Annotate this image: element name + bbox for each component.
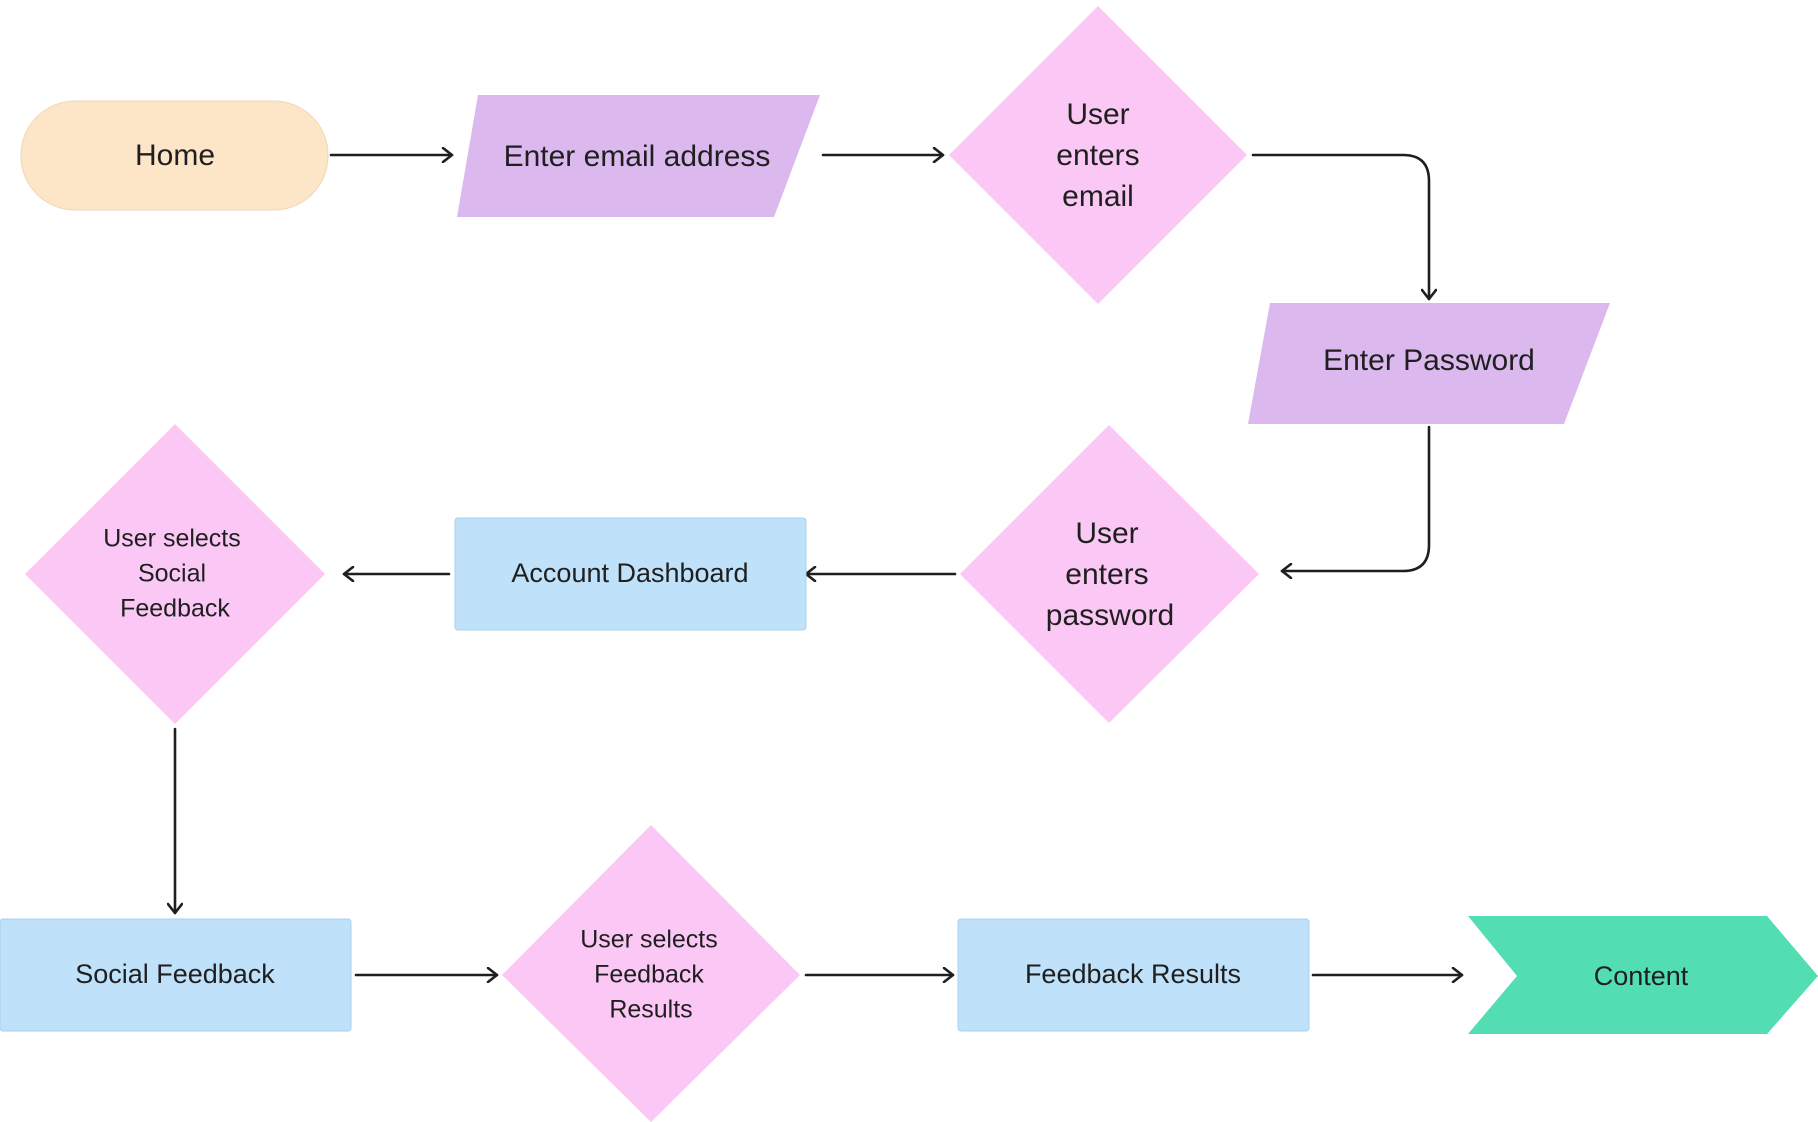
terminator-shape [20, 100, 329, 211]
decision-diamond-shape [25, 424, 325, 724]
node-content-label: Content [1594, 961, 1689, 991]
node-user-enters-email-line-3: email [1062, 180, 1134, 213]
node-user-enters-email-line-1: User [1066, 98, 1129, 131]
node-user-selects-social-feedback-line-3: Feedback [120, 595, 230, 623]
edges [175, 153, 1464, 975]
node-user-selects-feedback-results: User selects Feedback Results [502, 825, 800, 1122]
process-rect-shape [0, 918, 352, 1032]
node-home-label: Home [135, 139, 215, 172]
input-parallelogram-shape [457, 95, 820, 217]
node-enter-password: Enter Password [1248, 303, 1610, 424]
input-parallelogram-shape [1248, 303, 1610, 424]
edge-enter-password-to-user-enters-password [1280, 425, 1431, 571]
node-account-dashboard: Account Dashboard [454, 517, 807, 631]
node-user-selects-feedback-results-line-1: User selects [580, 926, 718, 954]
node-user-selects-social-feedback-line-2: Social [138, 560, 206, 588]
node-user-enters-password: User enters password [960, 425, 1259, 723]
node-user-selects-feedback-results-line-3: Results [609, 996, 692, 1024]
node-social-feedback: Social Feedback [0, 918, 352, 1032]
decision-diamond-shape [502, 825, 800, 1122]
node-user-enters-password-line-2: enters [1065, 558, 1148, 591]
node-enter-email-address-label: Enter email address [504, 140, 771, 173]
node-enter-password-label: Enter Password [1323, 344, 1535, 377]
node-social-feedback-label: Social Feedback [75, 959, 275, 989]
node-user-enters-email-line-2: enters [1056, 139, 1139, 172]
node-feedback-results: Feedback Results [957, 918, 1310, 1032]
process-rect-shape [957, 918, 1310, 1032]
decision-diamond-shape [949, 6, 1247, 304]
node-enter-email-address: Enter email address [457, 95, 820, 217]
node-feedback-results-label: Feedback Results [1025, 959, 1241, 989]
node-user-selects-social-feedback-line-1: User selects [103, 525, 241, 553]
decision-diamond-shape [960, 425, 1259, 723]
node-user-enters-email: User enters email [949, 6, 1247, 304]
node-account-dashboard-label: Account Dashboard [511, 558, 748, 588]
node-home: Home [20, 100, 329, 211]
process-rect-shape [454, 517, 807, 631]
node-user-selects-feedback-results-line-2: Feedback [594, 961, 704, 989]
edge-user-enters-email-to-enter-password [1251, 153, 1429, 301]
node-content: Content [1468, 916, 1818, 1034]
node-user-selects-social-feedback: User selects Social Feedback [25, 424, 325, 724]
node-user-enters-password-line-1: User [1075, 517, 1138, 550]
node-user-enters-password-line-3: password [1046, 599, 1174, 632]
chevron-shape [1468, 916, 1818, 1034]
